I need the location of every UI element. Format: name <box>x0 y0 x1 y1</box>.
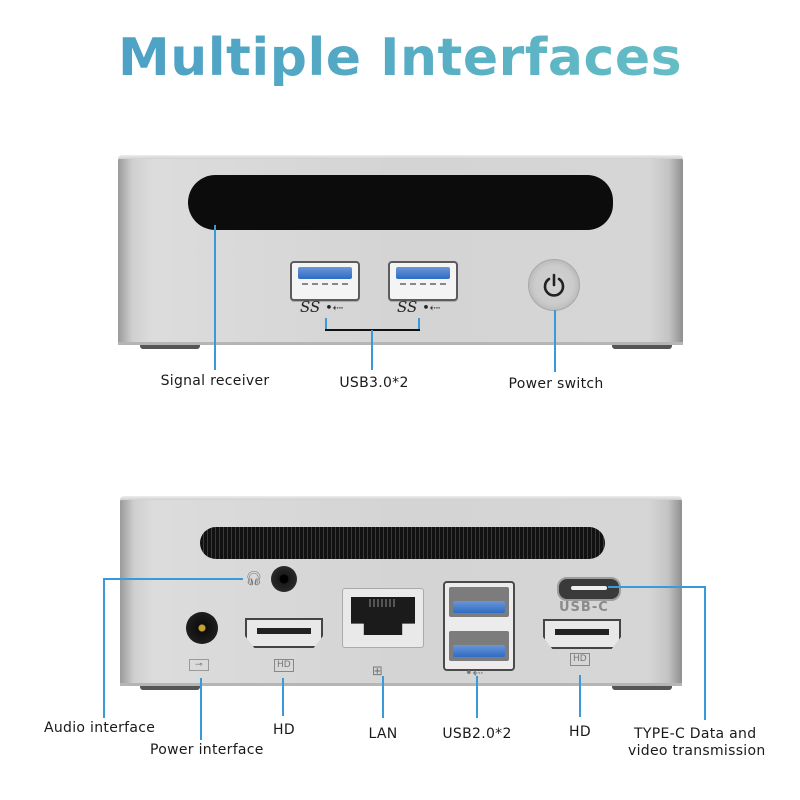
label-typec-line2: video transmission <box>628 743 766 759</box>
usb-ss-mark: SS •⇠ <box>397 298 441 316</box>
hd-mark: HD <box>570 653 590 666</box>
audio-jack <box>271 566 297 592</box>
callout-line <box>608 586 706 588</box>
usb-c-port <box>557 577 621 601</box>
usb3-port <box>290 261 360 301</box>
signal-receiver-window <box>188 175 613 230</box>
usb-icon: •⇠ <box>325 301 344 316</box>
callout-line <box>476 676 478 718</box>
usb-icon: •⇠ <box>465 666 484 681</box>
label-typec-line1: TYPE-C Data and <box>634 726 757 742</box>
callout-line <box>579 675 581 717</box>
case-foot <box>140 345 200 349</box>
callout-line <box>554 310 556 372</box>
callout-line <box>382 676 384 718</box>
network-icon: ⊞ <box>372 664 383 679</box>
callout-line <box>371 330 373 370</box>
label-power-switch: Power switch <box>508 376 604 392</box>
usb3-port <box>388 261 458 301</box>
callout-line <box>325 318 327 330</box>
case-foot <box>612 686 672 690</box>
callout-line <box>282 678 284 716</box>
callout-line <box>200 678 202 740</box>
power-button <box>528 259 580 311</box>
hdmi-port <box>245 618 323 648</box>
usb-c-mark: USB-C <box>559 600 609 615</box>
case-foot <box>612 345 672 349</box>
hdmi-port <box>543 619 621 649</box>
label-lan: LAN <box>368 726 398 742</box>
callout-line <box>418 318 420 330</box>
usb2-ports <box>443 581 515 671</box>
usb2-port <box>449 587 509 617</box>
air-vent <box>200 527 605 559</box>
power-jack <box>186 612 218 644</box>
callout-line <box>704 586 706 720</box>
label-usb3: USB3.0*2 <box>339 375 409 391</box>
label-audio-interface: Audio interface <box>44 720 156 736</box>
label-signal-receiver: Signal receiver <box>160 373 270 389</box>
label-hd-left: HD <box>273 722 295 738</box>
callout-line <box>214 225 216 370</box>
case-foot <box>140 686 200 690</box>
usb2-port <box>449 631 509 661</box>
callout-line <box>103 578 105 718</box>
lan-port <box>342 588 424 648</box>
label-usb2: USB2.0*2 <box>442 726 512 742</box>
hd-mark: HD <box>274 659 294 672</box>
callout-line <box>103 578 243 580</box>
label-power-interface: Power interface <box>150 742 264 758</box>
usb-ss-mark: SS •⇠ <box>300 298 344 316</box>
headphone-icon: 🎧︎ <box>245 571 263 587</box>
power-icon <box>543 273 565 297</box>
label-hd-right: HD <box>569 724 591 740</box>
dc-power-icon: ⊸ <box>189 659 209 671</box>
page-title: Multiple Interfaces <box>0 28 800 88</box>
usb-icon: •⇠ <box>422 301 441 316</box>
